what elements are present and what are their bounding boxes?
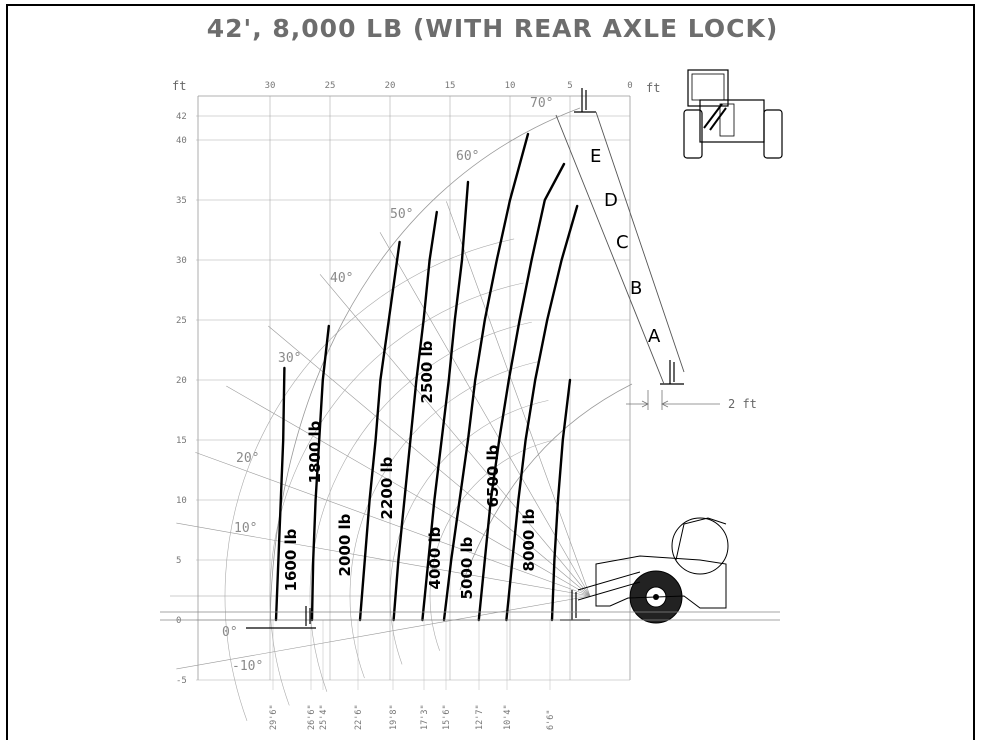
boom-outline-2 bbox=[595, 111, 685, 373]
y-tick-label: 20 bbox=[176, 376, 187, 386]
distance-label: 17'3" bbox=[420, 704, 430, 730]
angle-line bbox=[226, 385, 591, 597]
capacity-label: 2000 lb bbox=[336, 513, 354, 576]
offset-arrow-right bbox=[661, 400, 720, 408]
angle-line bbox=[446, 201, 591, 597]
chart-frame bbox=[6, 4, 975, 740]
cab-glass-icon bbox=[671, 517, 729, 575]
distance-label: 12'7" bbox=[475, 704, 485, 730]
capacity-curve bbox=[274, 366, 286, 622]
capacity-curve bbox=[505, 204, 579, 622]
distance-label: 26'6" bbox=[307, 704, 317, 730]
distance-label: 29'6" bbox=[269, 704, 279, 730]
distance-label: 19'8" bbox=[389, 704, 399, 730]
capacity-curve bbox=[421, 180, 470, 622]
capacity-label: 4000 lb bbox=[426, 526, 444, 589]
x-tick-label: 20 bbox=[385, 81, 396, 91]
x-unit-right: ft bbox=[646, 81, 660, 95]
y-tick-label: -5 bbox=[176, 676, 187, 686]
x-tick-label: 10 bbox=[505, 81, 516, 91]
distance-label: 10'4" bbox=[503, 704, 513, 730]
y-tick-label: 35 bbox=[176, 196, 187, 206]
y-tick-label: 10 bbox=[176, 496, 187, 506]
boom-base-icon bbox=[577, 571, 641, 601]
capacity-label: 2200 lb bbox=[378, 456, 396, 519]
capacity-label: 2500 lb bbox=[418, 340, 436, 403]
capacity-curves bbox=[274, 132, 579, 622]
x-tick-label: 5 bbox=[567, 81, 572, 91]
angle-label: 20° bbox=[236, 451, 259, 466]
angle-label: 50° bbox=[390, 207, 413, 222]
angle-label: 0° bbox=[222, 625, 238, 640]
angle-line bbox=[176, 595, 591, 670]
extension-arc bbox=[309, 321, 532, 692]
telehandler-drawing bbox=[160, 88, 780, 629]
fork-right-icon bbox=[660, 360, 684, 385]
boom-outline-1 bbox=[555, 114, 665, 385]
y-tick-label: 0 bbox=[176, 616, 181, 626]
angle-line bbox=[195, 452, 591, 597]
cab-icon bbox=[675, 517, 727, 561]
offset-arrow-left bbox=[626, 400, 649, 408]
capacity-label: 6500 lb bbox=[484, 444, 502, 507]
offset-label: 2 ft bbox=[728, 397, 757, 411]
angle-line bbox=[268, 325, 591, 597]
distance-label: 22'6" bbox=[354, 704, 364, 730]
angle-label: 10° bbox=[234, 521, 257, 536]
fork-left-icon bbox=[246, 606, 316, 629]
chart-labels: 30 25 20 15 10 5 0 ft ft 42 40 35 30 25 20 15 10 5 0 -5 70° 6… bbox=[172, 79, 757, 730]
angle-label: 40° bbox=[330, 271, 353, 286]
capacity-curve bbox=[442, 132, 530, 622]
chart-title: 42', 8,000 LB (WITH REAR AXLE LOCK) bbox=[206, 14, 779, 43]
x-tick-label: 15 bbox=[445, 81, 456, 91]
envelope-outer bbox=[269, 107, 581, 629]
boom-angle-lines bbox=[170, 201, 591, 670]
fork-top-icon bbox=[574, 88, 596, 113]
y-tick-label: 30 bbox=[176, 256, 187, 266]
angle-label: 60° bbox=[456, 149, 479, 164]
x-tick-label: 30 bbox=[265, 81, 276, 91]
extension-arc bbox=[224, 238, 515, 721]
capacity-curve bbox=[310, 324, 330, 622]
capacity-curve bbox=[550, 378, 572, 622]
extension-arc bbox=[269, 282, 524, 706]
x-tick-label: 0 bbox=[627, 81, 632, 91]
capacity-curve bbox=[358, 240, 401, 622]
y-tick-label: 25 bbox=[176, 316, 187, 326]
extension-label: D bbox=[604, 190, 618, 211]
extension-label: C bbox=[616, 232, 629, 253]
grid-lines bbox=[196, 95, 631, 690]
capacity-label: 1800 lb bbox=[306, 420, 324, 483]
angle-line bbox=[176, 522, 591, 597]
y-tick-label: 42 bbox=[176, 112, 187, 122]
extension-label: A bbox=[648, 326, 661, 347]
x-tick-label: 25 bbox=[325, 81, 336, 91]
extension-arc bbox=[429, 439, 557, 651]
envelope-inner bbox=[459, 383, 633, 591]
angle-label: 70° bbox=[530, 96, 553, 111]
extension-label: E bbox=[590, 146, 601, 167]
angle-line bbox=[379, 232, 591, 597]
angle-line bbox=[319, 274, 591, 597]
angle-label: 30° bbox=[278, 351, 301, 366]
capacity-label: 1600 lb bbox=[282, 528, 300, 591]
y-tick-label: 5 bbox=[176, 556, 181, 566]
extension-label: B bbox=[630, 278, 642, 299]
distance-label: 25'4" bbox=[319, 704, 329, 730]
chassis-icon bbox=[595, 555, 727, 609]
rear-axle-lock-icon bbox=[683, 69, 783, 159]
capacity-label: 8000 lb bbox=[520, 508, 538, 571]
y-tick-label: 40 bbox=[176, 136, 187, 146]
distance-label: 15'6" bbox=[442, 704, 452, 730]
distance-label: 6'6" bbox=[546, 710, 556, 730]
capacity-curve bbox=[477, 162, 566, 622]
capacity-curve bbox=[392, 210, 438, 622]
x-unit-left: ft bbox=[172, 79, 186, 93]
angle-label: -10° bbox=[232, 659, 263, 674]
y-tick-label: 15 bbox=[176, 436, 187, 446]
capacity-label: 5000 lb bbox=[458, 536, 476, 599]
